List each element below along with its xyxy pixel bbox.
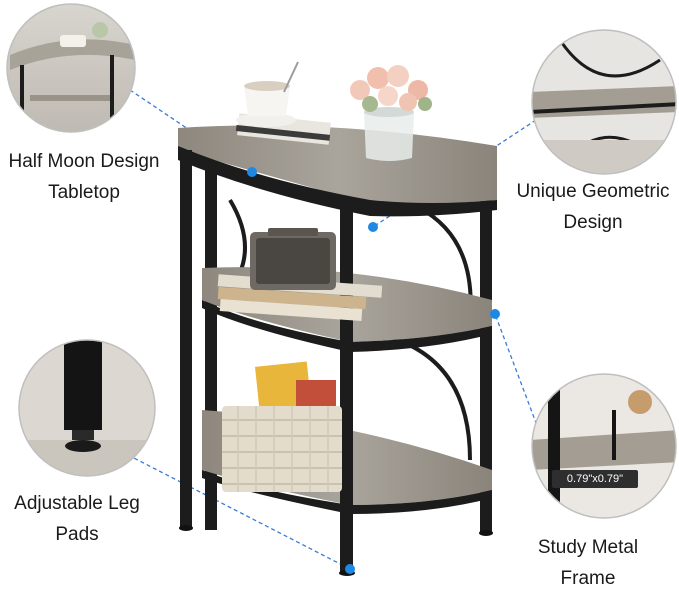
label-geometric: Unique Geometric Design xyxy=(505,176,679,238)
side-table xyxy=(178,61,497,576)
label-half-moon: Half Moon Design Tabletop xyxy=(0,146,168,208)
label-half-moon-line1: Half Moon Design xyxy=(8,151,160,172)
detail-tabletop xyxy=(6,3,136,133)
detail-frame xyxy=(531,373,677,519)
detail-leg-pad xyxy=(18,339,156,477)
label-leg-pads-line1: Adjustable Leg xyxy=(14,493,140,514)
label-frame: Study Metal Frame xyxy=(518,532,658,594)
label-half-moon-line2: Tabletop xyxy=(48,182,120,203)
callout-dots xyxy=(247,167,500,574)
dimension-label: 0.79"x0.79" xyxy=(552,470,638,488)
detail-geometric xyxy=(531,29,677,175)
label-frame-line2: Frame xyxy=(560,568,616,589)
label-geometric-line2: Design xyxy=(563,212,623,233)
label-leg-pads: Adjustable Leg Pads xyxy=(4,488,150,550)
label-frame-line1: Study Metal xyxy=(537,537,639,558)
label-leg-pads-line2: Pads xyxy=(55,524,99,545)
label-geometric-line1: Unique Geometric xyxy=(516,181,670,202)
